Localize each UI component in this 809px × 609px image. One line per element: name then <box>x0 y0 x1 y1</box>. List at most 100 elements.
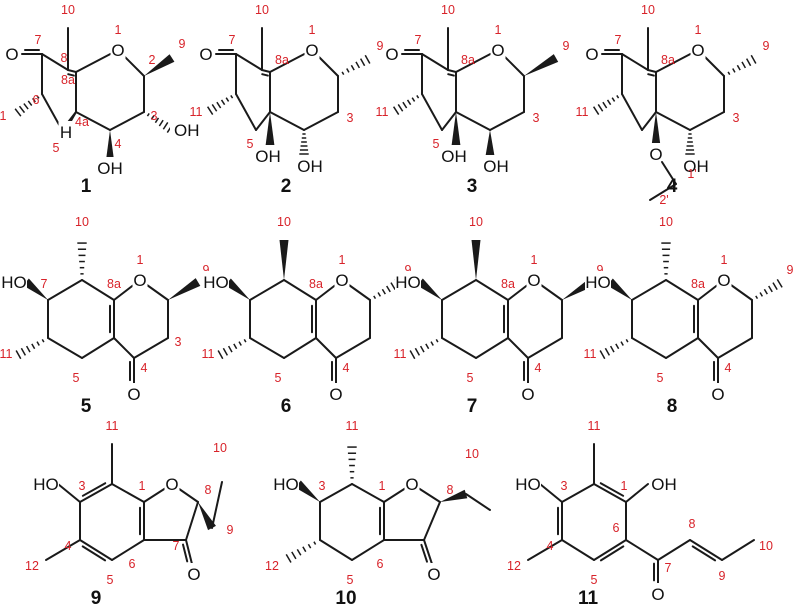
hash-stroke <box>390 282 396 291</box>
hash-stroke <box>763 288 768 295</box>
double-bond <box>599 482 625 497</box>
hash-stroke <box>14 108 22 117</box>
hash-bond <box>755 278 783 300</box>
bond <box>185 501 199 541</box>
hash-stroke <box>727 71 731 76</box>
bond <box>319 539 353 561</box>
atom-label: O <box>165 475 178 494</box>
atom-number: 10 <box>277 215 291 229</box>
hash-bond <box>217 338 247 360</box>
compound-1: OOOHOHH10178298a64a31154 <box>0 3 200 178</box>
compound-label-4: 4 <box>667 176 678 197</box>
atom-number: 1 <box>495 23 502 37</box>
atom-label-background <box>716 269 732 289</box>
hash-bond <box>341 54 371 76</box>
atom-number: 1 <box>721 253 728 267</box>
compound-label-8: 8 <box>667 396 678 417</box>
hash-stroke <box>411 97 416 102</box>
hash-stroke <box>15 350 22 360</box>
hash-stroke <box>364 54 371 64</box>
hash-stroke <box>392 106 400 115</box>
hash-stroke <box>745 58 752 67</box>
atom-label: OH <box>174 121 200 140</box>
bond <box>507 337 529 359</box>
atom-label-background <box>110 39 126 59</box>
hash-bond <box>285 541 317 563</box>
atom-label-background <box>328 383 344 403</box>
atom-number: 8a <box>309 277 323 291</box>
atom-number: 1 <box>309 23 316 37</box>
bond <box>249 337 285 359</box>
bond <box>47 337 83 359</box>
wedge-bond <box>607 278 632 300</box>
atom-number: 4 <box>141 361 148 375</box>
atom-number: 11 <box>376 105 389 119</box>
hash-bond <box>661 242 671 275</box>
atom-label-background <box>273 473 299 493</box>
hash-stroke <box>41 338 45 343</box>
atom-number: 8 <box>689 517 696 531</box>
atom-number: 3 <box>533 111 540 125</box>
atom-number: 3 <box>175 335 182 349</box>
hash-stroke <box>409 350 416 360</box>
bond <box>423 501 441 541</box>
atom-label-background <box>585 271 611 291</box>
atom-number: 4 <box>725 361 732 375</box>
bond <box>631 337 667 359</box>
bond <box>235 53 263 71</box>
double-bond <box>182 543 189 563</box>
atom-label: O <box>385 45 398 64</box>
double-bond <box>447 69 457 73</box>
bond <box>641 111 657 131</box>
atom-number: 8a <box>501 277 515 291</box>
wedge-bond <box>198 502 216 531</box>
hash-stroke <box>611 97 616 102</box>
atom-label-background <box>584 43 600 63</box>
hash-stroke <box>750 54 757 64</box>
atom-number: 7 <box>35 33 42 47</box>
atom-number: 11 <box>394 347 407 361</box>
atom-label-background <box>186 563 202 583</box>
atom-label: O <box>527 271 540 290</box>
atom-number: 4 <box>547 539 554 553</box>
hash-stroke <box>419 345 425 353</box>
bond <box>649 183 677 201</box>
bond <box>133 337 169 359</box>
double-bond <box>447 73 455 77</box>
atom-number: 12 <box>507 559 521 573</box>
hash-stroke <box>225 97 230 102</box>
bond <box>81 337 115 359</box>
hash-stroke <box>243 338 247 343</box>
atom-number: 10 <box>441 3 455 17</box>
atom-number: 6 <box>377 557 384 571</box>
atom-number: 1 <box>379 479 386 493</box>
atom-label: O <box>187 565 200 584</box>
compound-label-3: 3 <box>467 176 478 197</box>
atom-number: 1 <box>695 23 702 37</box>
atom-label: O <box>133 271 146 290</box>
atom-number: 8a <box>61 73 75 87</box>
hash-bond <box>685 133 695 155</box>
atom-number: 8a <box>691 277 705 291</box>
double-bond <box>81 482 107 497</box>
hash-bond <box>299 133 309 155</box>
wedge-bond <box>168 278 201 300</box>
atom-number: 6 <box>33 93 40 107</box>
atom-number: 7 <box>615 33 622 47</box>
atom-number: 11 <box>190 105 203 119</box>
atom-number: 4 <box>535 361 542 375</box>
atom-label: O <box>199 45 212 64</box>
bond <box>255 111 271 131</box>
atom-number: 1 <box>531 253 538 267</box>
double-bond <box>81 545 107 562</box>
atom-number: 5 <box>591 573 598 587</box>
atom-number: 9 <box>203 263 210 277</box>
bond <box>661 161 677 185</box>
hash-stroke <box>373 295 377 300</box>
bond <box>655 111 691 131</box>
hash-stroke <box>606 99 612 106</box>
